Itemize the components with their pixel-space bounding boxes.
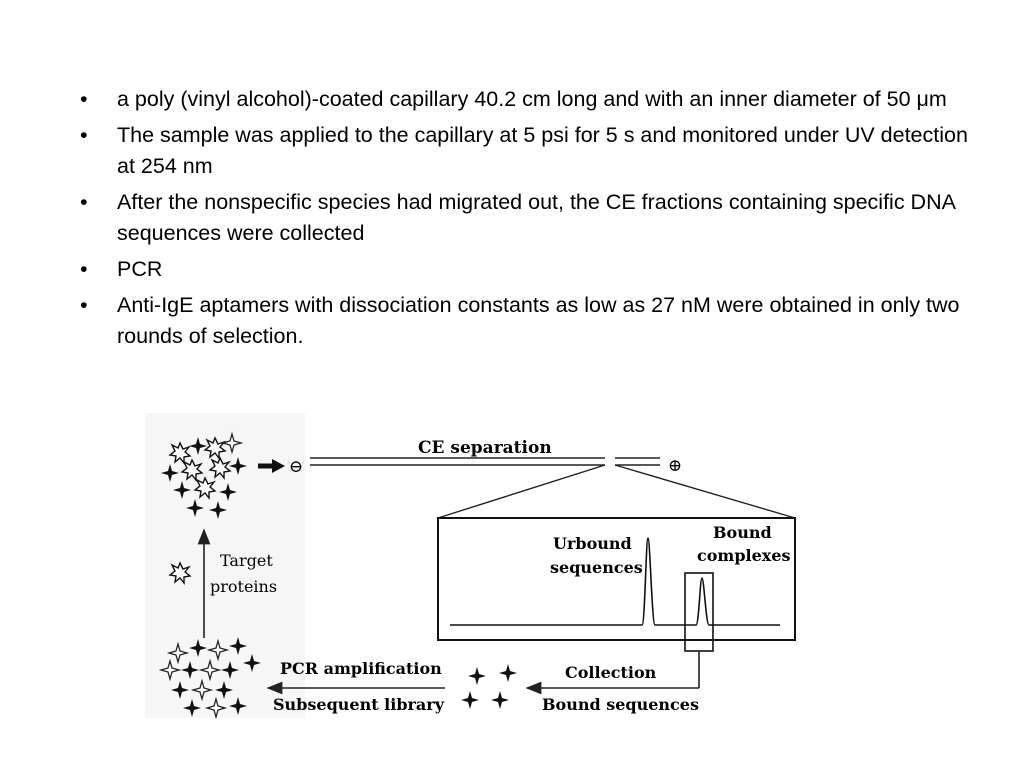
negative-electrode: ⊖ [289,457,303,477]
collected-sequences [461,664,517,709]
bullet-list: • a poly (vinyl alcohol)-coated capillary… [80,84,990,357]
bullet-text: Anti-IgE aptamers with dissociation cons… [117,293,960,348]
bound-sequences-label: Bound sequences [542,695,699,714]
bullet-item: • PCR [80,254,990,285]
bullet-text: After the nonspecific species had migrat… [117,190,955,245]
pcr-label: PCR amplification [280,659,442,678]
bullet-text: a poly (vinyl alcohol)-coated capillary … [117,87,947,111]
target-label-line1: Target [220,551,273,570]
bullet-text: PCR [117,257,163,281]
ce-separation-label: CE separation [418,438,552,458]
bullet-dot: • [80,257,88,281]
electropherogram-trace [450,537,780,626]
collection-label: Collection [565,663,657,682]
bullet-dot: • [80,190,88,214]
unbound-label-line1: Urbound [553,534,632,553]
target-label-line2: proteins [210,577,277,596]
bullet-dot: • [80,123,88,147]
unbound-label-line2: sequences [550,558,643,577]
bullet-text: The sample was applied to the capillary … [117,123,968,178]
bullet-item: • a poly (vinyl alcohol)-coated capillary… [80,84,990,115]
bullet-item: • Anti-IgE aptamers with dissociation con… [80,290,990,352]
zoom-line-left [437,464,606,519]
bullet-item: • The sample was applied to the capillary… [80,120,990,182]
bullet-item: • After the nonspecific species had migra… [80,187,990,249]
zoom-line-right [614,464,796,519]
positive-electrode: ⊕ [668,456,682,476]
subsequent-library-label: Subsequent library [273,695,445,714]
bullet-dot: • [80,293,88,317]
electropherogram-box [437,517,796,641]
bound-label-line1: Bound [713,523,772,542]
injection-arrow-head [272,459,285,473]
ce-selex-diagram: ⊖ CE separation ⊕ Urbound sequences Boun… [145,413,796,718]
bullet-dot: • [80,87,88,111]
bound-label-line2: complexes [697,546,791,565]
